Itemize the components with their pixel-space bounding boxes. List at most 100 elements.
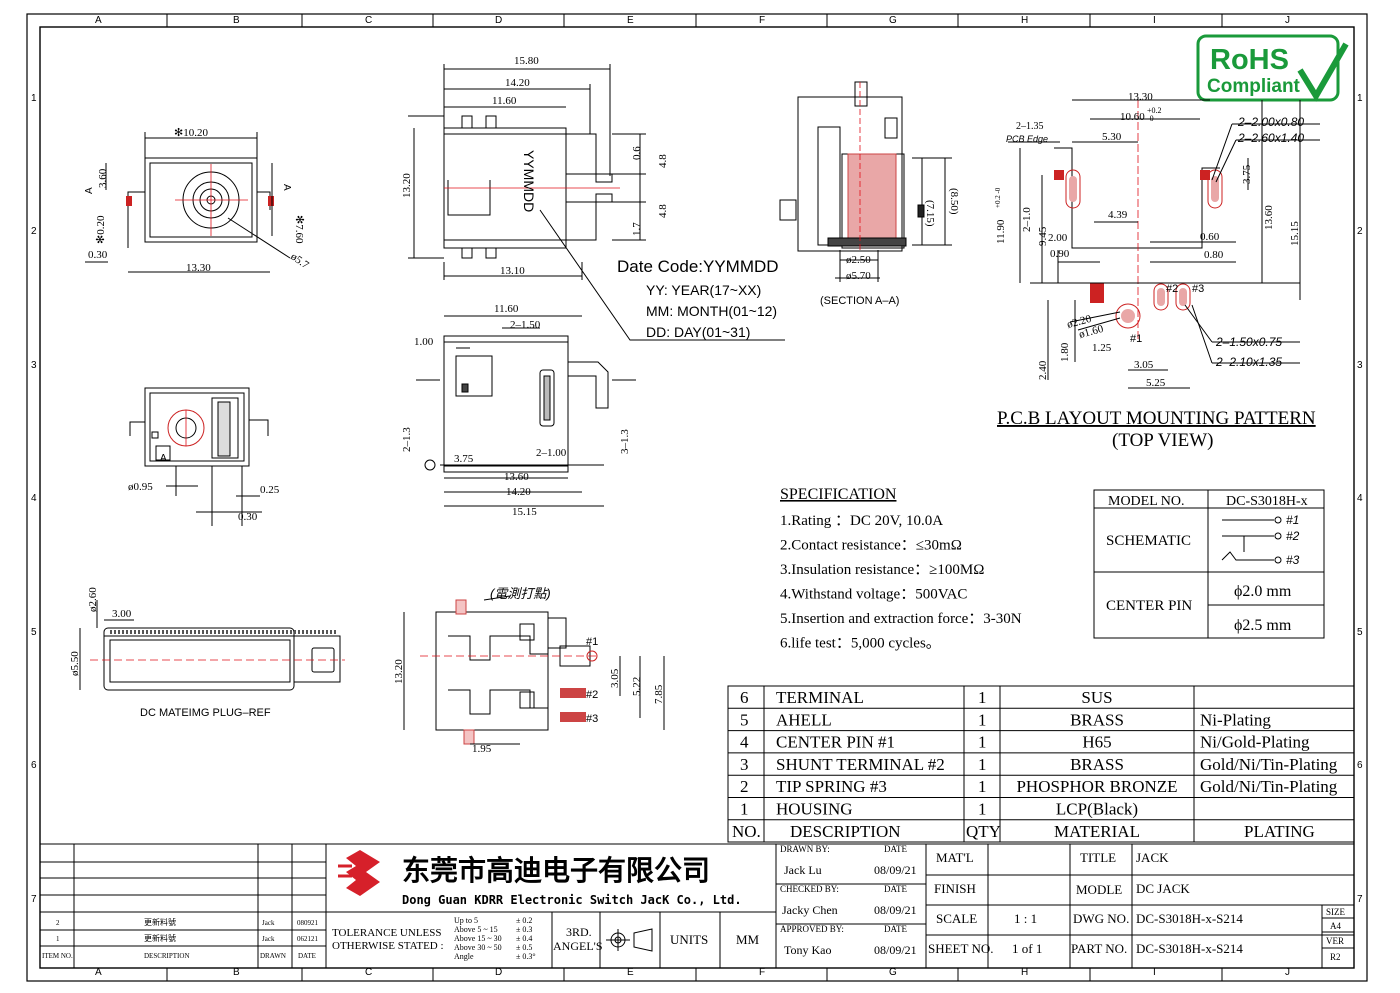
company-name-en: Dong Guan KDRR Electronic Switch JacK Co… bbox=[402, 893, 742, 907]
sheet-label: SHEET NO. bbox=[928, 941, 993, 956]
outer-frame bbox=[26, 13, 1368, 982]
date-code-dd: DD: DAY(01~31) bbox=[646, 324, 750, 340]
spec-line: 3.Insulation resistance：≥100MΩ bbox=[780, 562, 984, 578]
bom-no: 3 bbox=[740, 755, 749, 774]
dim-section-850: (8.50) bbox=[948, 188, 960, 215]
date-code-mm: MM: MONTH(01~12) bbox=[646, 303, 777, 319]
spec-line: 5.Insertion and extraction force：3-30N bbox=[780, 611, 1022, 627]
checked-date: 08/09/21 bbox=[874, 903, 917, 917]
pcb-edge-label: PCB Edge bbox=[1006, 134, 1048, 144]
dim-top-375: 3.75 bbox=[454, 453, 474, 465]
dim-front-left: 3.60 bbox=[97, 168, 109, 188]
dim-rear-030: 0.30 bbox=[238, 511, 258, 523]
pcb-layout bbox=[1008, 99, 1320, 389]
section-mark-right: A bbox=[281, 184, 292, 191]
section-mark-left: A bbox=[84, 187, 95, 194]
tolerance-value: ± 0.4 bbox=[516, 934, 532, 943]
dim-plug-260: ø2.60 bbox=[87, 587, 99, 612]
pcb-slot-a: 2–2.00x0.80 bbox=[1237, 115, 1304, 129]
tolerance-line1: TOLERANCE UNLESS bbox=[332, 927, 442, 939]
grid-col-label: H bbox=[1021, 15, 1028, 26]
rev-drawn: Jack bbox=[262, 919, 275, 927]
grid-col-label: B bbox=[233, 15, 240, 26]
tolerance-range: Angle bbox=[454, 952, 474, 961]
rev-item: 2 bbox=[56, 919, 60, 927]
dim-front-bottom: 13.30 bbox=[186, 262, 211, 274]
pcb-pin3-label: #3 bbox=[1192, 283, 1204, 295]
grid-row-label: 2 bbox=[1357, 226, 1363, 237]
model-label-tb: MODLE bbox=[1076, 882, 1122, 897]
bom-plating: Gold/Ni/Tin-Plating bbox=[1200, 755, 1338, 774]
dim-pcb-305: 3.05 bbox=[1134, 359, 1154, 371]
scale-label: SCALE bbox=[936, 911, 977, 926]
approved-date-label: DATE bbox=[884, 924, 907, 934]
dim-bottom-522: 5.22 bbox=[631, 677, 643, 696]
spec-line: 2.Contact resistance：≤30mΩ bbox=[780, 538, 962, 554]
center-pin-25: ϕ2.5 mm bbox=[1234, 617, 1292, 634]
date-code-yy: YY: YEAR(17~XX) bbox=[646, 282, 761, 298]
dim-section-250: ø2.50 bbox=[846, 254, 871, 266]
dim-pcb-375: 3.75 bbox=[1241, 164, 1253, 184]
tolerance-range: Up to 5 bbox=[454, 916, 478, 925]
rev-header-drawn: DRAWN bbox=[260, 952, 286, 960]
spec-title: SPECIFICATION bbox=[780, 486, 897, 503]
pcb-slot-d: 2–2.10x1.35 bbox=[1215, 355, 1282, 369]
dim-side-17: 1.7 bbox=[631, 222, 643, 236]
grid-col-label: E bbox=[627, 15, 634, 26]
grid-row-label: 4 bbox=[31, 493, 37, 504]
grid-col-label: A bbox=[95, 967, 102, 978]
dim-pcb-080: 0.80 bbox=[1204, 249, 1224, 261]
checked-by: Jacky Chen bbox=[782, 903, 838, 917]
approved-by-label: APPROVED BY: bbox=[780, 924, 844, 934]
bottom-pin2: #2 bbox=[586, 689, 598, 701]
top-view bbox=[416, 315, 636, 507]
drawn-by-label: DRAWN BY: bbox=[780, 844, 830, 854]
tolerance-value: ± 0.3° bbox=[516, 952, 536, 961]
rev-item: 1 bbox=[56, 935, 60, 943]
grid-col-label: J bbox=[1285, 15, 1290, 26]
dim-section-570: ø5.70 bbox=[846, 270, 871, 282]
dim-pcb-530: 5.30 bbox=[1102, 131, 1122, 143]
pcb-title: P.C.B LAYOUT MOUNTING PATTERN bbox=[997, 408, 1316, 429]
part-label: PART NO. bbox=[1071, 941, 1127, 956]
bom-qty: 1 bbox=[978, 710, 987, 729]
bom-description: SHUNT TERMINAL #2 bbox=[776, 755, 945, 774]
bom-description: TERMINAL bbox=[776, 688, 864, 707]
dwg-label: DWG NO. bbox=[1073, 911, 1129, 926]
bom-plating: Ni-Plating bbox=[1200, 710, 1271, 729]
bom-no: 2 bbox=[740, 777, 749, 796]
bom-material: BRASS bbox=[1070, 710, 1124, 729]
schematic-label: SCHEMATIC bbox=[1106, 533, 1191, 549]
dim-bottom-1320: 13.20 bbox=[393, 659, 405, 684]
units-label: UNITS bbox=[670, 932, 708, 947]
pcb-pin2-label: #2 bbox=[1166, 283, 1178, 295]
dwg-value: DC-S3018H-x-S214 bbox=[1136, 911, 1243, 926]
dim-rear-095: ø0.95 bbox=[128, 481, 153, 493]
pcb-slot-c: 2–1.50x0.75 bbox=[1215, 335, 1282, 349]
model-table bbox=[1093, 489, 1325, 639]
bottom-note: (電測打點) bbox=[490, 586, 551, 601]
dim-side-48a: 4.8 bbox=[657, 154, 669, 168]
bom-description: CENTER PIN #1 bbox=[776, 733, 895, 752]
bom-qty: QTY bbox=[966, 822, 1001, 841]
dim-side-1310: 13.10 bbox=[500, 265, 525, 277]
bom-material: LCP(Black) bbox=[1056, 800, 1138, 819]
side-view bbox=[408, 64, 785, 341]
rear-mark-a: A bbox=[160, 453, 167, 464]
rev-header-desc: DESCRIPTION bbox=[144, 952, 190, 960]
grid-row-label: 1 bbox=[1357, 93, 1363, 104]
title-value: JACK bbox=[1136, 850, 1169, 865]
rear-view bbox=[129, 387, 269, 526]
grid-row-label: 2 bbox=[31, 226, 37, 237]
ver-value: R2 bbox=[1330, 952, 1341, 962]
rev-description: 更新料號 bbox=[144, 933, 176, 943]
grid-col-label: G bbox=[889, 967, 897, 978]
grid-row-label: 3 bbox=[31, 360, 37, 371]
rev-header-date: DATE bbox=[298, 952, 316, 960]
rev-date: 080921 bbox=[297, 919, 319, 927]
dim-bottom-305: 3.05 bbox=[609, 668, 621, 688]
